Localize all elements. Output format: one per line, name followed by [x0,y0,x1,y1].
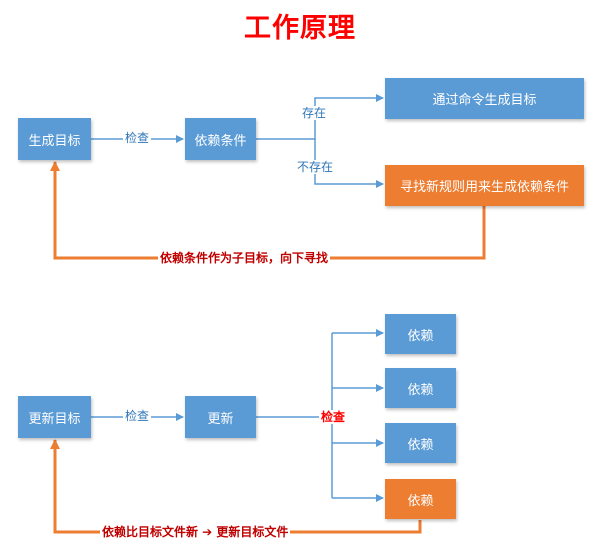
exists-label: 存在 [300,106,329,120]
check-label-bottom: 检查 [123,409,152,423]
dependency-label-3: 依赖 [407,437,434,453]
update-target-label: 更新目标 [28,411,81,427]
find-new-rule-box: 寻找新规则用来生成依赖条件 [385,165,584,206]
find-new-rule-label: 寻找新规则用来生成依赖条件 [399,180,569,195]
arrow-not-exists [314,139,384,188]
dependency-label: 依赖条件 [194,133,247,149]
generate-target-box: 生成目标 [18,118,91,160]
dependency-box-3: 依赖 [385,423,456,463]
update-target-box: 更新目标 [18,396,91,438]
feedback-label-top: 依赖条件作为子目标，向下寻找 [158,251,331,265]
dependency-label-4: 依赖 [407,493,434,509]
check-label-top: 检查 [123,131,152,145]
dependency-box-2: 依赖 [385,368,456,408]
dependency-label-2: 依赖 [407,382,434,398]
dependency-box-1: 依赖 [385,314,456,354]
generate-target-label: 生成目标 [28,133,81,149]
check-label-bottom-2: 检查 [319,410,348,424]
arrow-feedback-bottom [50,439,422,534]
generate-by-command-box: 通过命令生成目标 [385,78,584,119]
update-label: 更新 [207,411,234,427]
page-title: 工作原理 [244,13,356,44]
dependency-box: 依赖条件 [185,118,256,160]
dependency-label-1: 依赖 [407,328,434,344]
not-exists-label: 不存在 [295,160,336,174]
generate-by-command-label: 通过命令生成目标 [432,93,537,108]
feedback-label-bottom: 依赖比目标文件新 ➔ 更新目标文件 [100,525,291,539]
dependency-box-4: 依赖 [385,479,456,519]
update-box: 更新 [185,396,256,438]
